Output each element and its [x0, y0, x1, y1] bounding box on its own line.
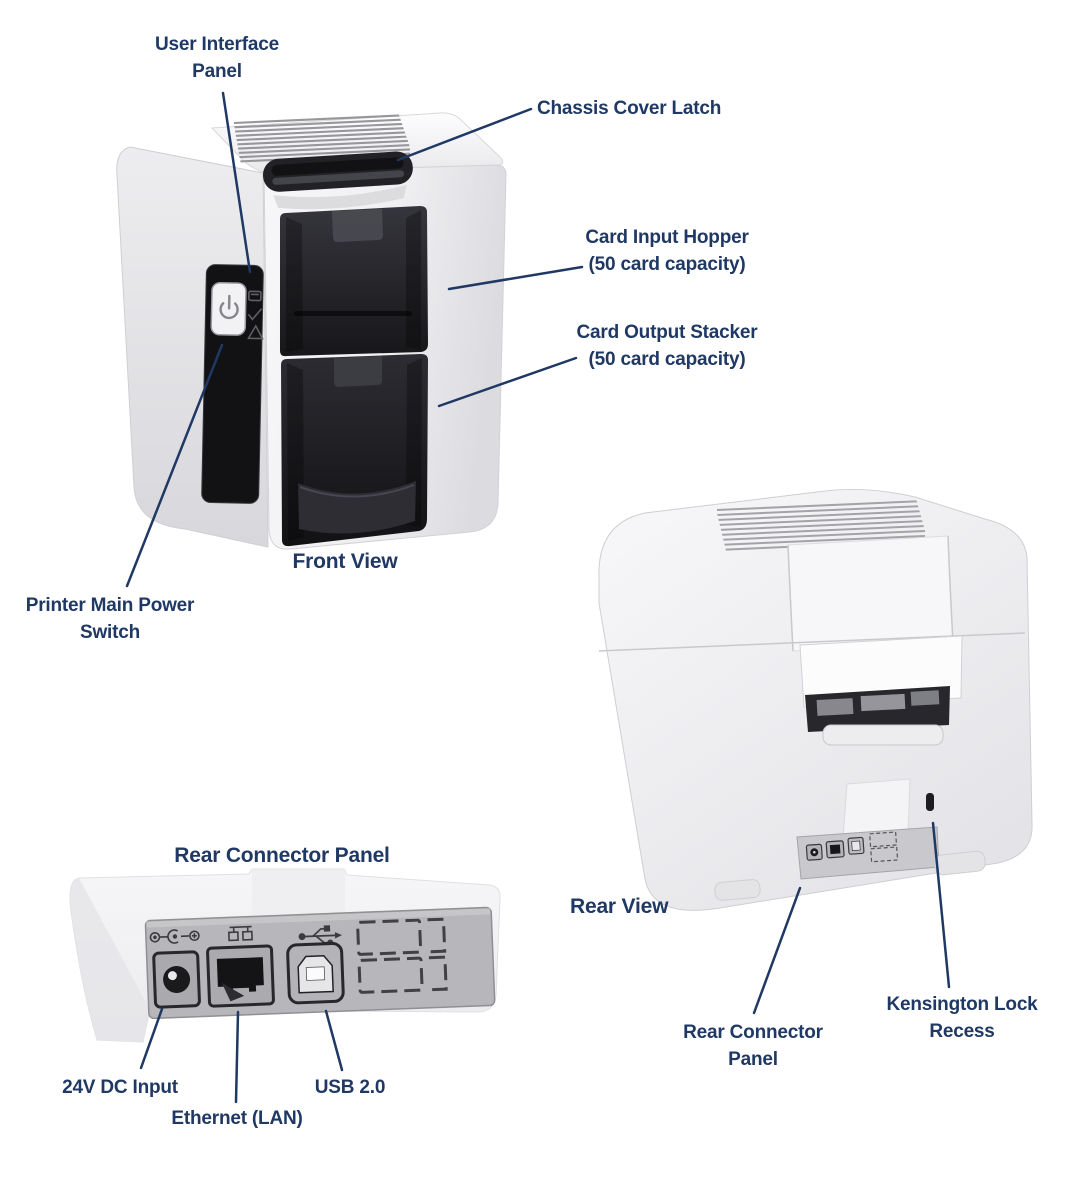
leader-kensington-lock [931, 821, 951, 989]
callout-user-interface-panel: User Interface Panel [127, 31, 307, 85]
callout-line: Panel [728, 1049, 778, 1070]
rear-connector-panel-title: Rear Connector Panel [174, 844, 390, 867]
callout-chassis-cover-latch: Chassis Cover Latch [537, 95, 747, 122]
callout-line: USB 2.0 [314, 1077, 386, 1098]
front-view-title: Front View [292, 550, 398, 573]
card-output-stacker[interactable] [281, 354, 428, 547]
leader-card-output-stacker [437, 356, 578, 408]
card-input-hopper[interactable] [280, 206, 428, 357]
callout-line: Card Output Stacker [576, 322, 758, 343]
leader-power-switch [125, 343, 224, 588]
callout-card-input-hopper: Card Input Hopper (50 card capacity) [562, 224, 772, 278]
callout-line: User Interface [155, 34, 279, 55]
rear-card-exit-recess [799, 635, 963, 746]
callout-usb: USB 2.0 [280, 1074, 420, 1101]
warning-triangle-icon [247, 324, 264, 340]
lan-icon [227, 925, 253, 942]
callout-line: Recess [929, 1021, 995, 1042]
callout-line: Kensington Lock [886, 994, 1038, 1015]
callout-ethernet-lan: Ethernet (LAN) [147, 1105, 327, 1132]
ethernet-port[interactable] [206, 944, 275, 1008]
leader-card-input-hopper [447, 265, 584, 291]
callout-line: Card Input Hopper [585, 227, 749, 248]
rear-connector-panel-small [796, 778, 940, 880]
callout-line: 24V DC Input [62, 1077, 178, 1098]
leader-user-interface-panel [221, 91, 252, 274]
callout-card-output-stacker: Card Output Stacker (50 card capacity) [562, 319, 772, 373]
callout-line: Rear Connector [683, 1022, 823, 1043]
callout-line: Chassis Cover Latch [537, 98, 722, 119]
callout-line: Printer Main Power [25, 595, 195, 616]
leader-chassis-cover-latch [396, 107, 533, 162]
leader-usb [324, 1009, 344, 1072]
callout-rear-connector-panel: Rear Connector Panel [658, 1019, 848, 1073]
dc-input-port[interactable] [152, 950, 201, 1009]
dc-polarity-icon [149, 929, 200, 944]
expansion-slots [356, 917, 448, 994]
rear-connector-panel-closeup [69, 868, 501, 1043]
leader-rear-connector-panel [752, 886, 802, 1015]
callout-line: (50 card capacity) [588, 254, 746, 275]
callout-line: Ethernet (LAN) [171, 1108, 303, 1129]
check-icon [247, 308, 263, 321]
rear-printer-illustration [598, 488, 1033, 911]
power-main-switch[interactable] [210, 281, 247, 336]
callout-printer-main-power-switch: Printer Main Power Switch [10, 592, 210, 646]
power-icon [219, 294, 239, 320]
user-interface-panel[interactable] [201, 264, 264, 504]
usb-port[interactable] [286, 941, 345, 1005]
leader-dc-input [139, 1007, 164, 1070]
callout-line: Switch [79, 622, 141, 643]
chassis-cover-latch[interactable] [262, 151, 415, 213]
callout-line: (50 card capacity) [588, 349, 746, 370]
kensington-slot-icon [926, 793, 934, 811]
front-printer-illustration [116, 112, 507, 550]
rear-view-title: Rear View [570, 895, 669, 918]
card-feed-icon [248, 290, 262, 302]
closeup-panel [144, 906, 496, 1020]
callout-line: Panel [192, 61, 242, 82]
vent-grille-icon [233, 113, 411, 163]
callout-dc-input: 24V DC Input [30, 1074, 210, 1101]
callout-kensington-lock-recess: Kensington Lock Recess [867, 991, 1057, 1045]
leader-ethernet [234, 1010, 240, 1104]
